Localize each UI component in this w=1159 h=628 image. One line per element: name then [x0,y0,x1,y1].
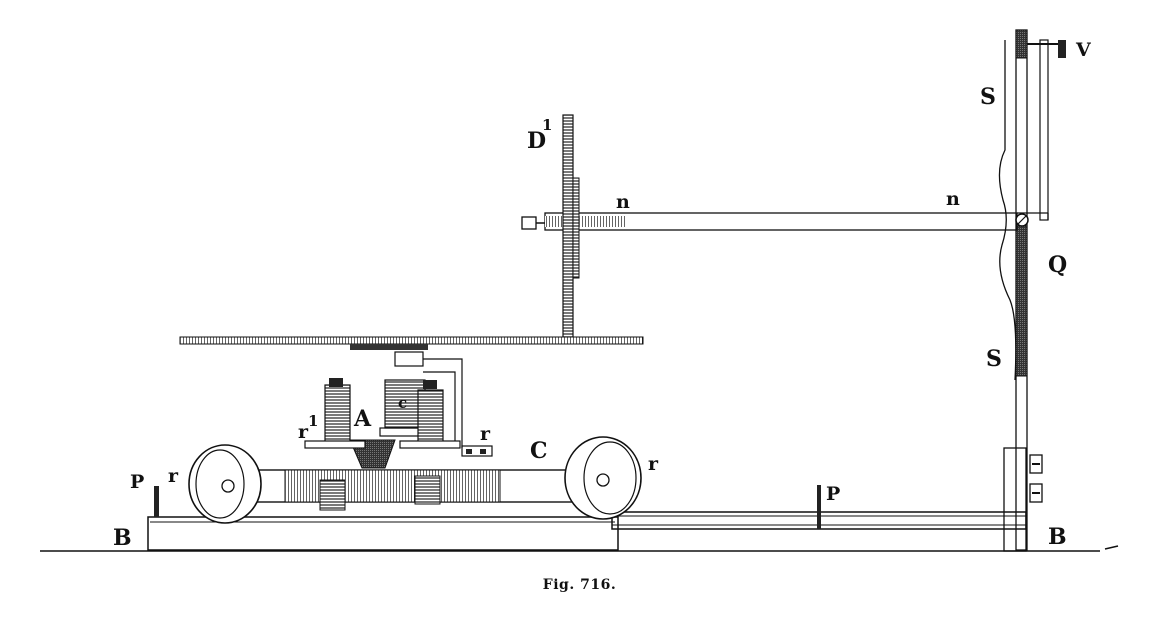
label-q: Q [1048,252,1067,278]
label-s-top: S [980,84,996,110]
label-d-superscript: 1 [542,116,552,134]
label-b-left: B [113,525,132,551]
wheel-right [564,436,642,520]
label-p-right: P [826,483,840,505]
vertical-rod-d1 [562,114,580,338]
label-v: V [1075,39,1092,61]
figure-caption: Fig. 716. [542,577,617,593]
label-n-right: n [946,188,960,210]
label-d: D [527,128,546,154]
label-r-right-wheel: r [648,453,659,475]
label-r1: r [298,421,309,443]
ground-line [40,545,1119,552]
label-n-left: n [616,191,630,213]
label-r1-superscript: 1 [308,412,318,430]
spindle-assembly [304,378,493,469]
label-b-right: B [1048,524,1067,550]
label-r-mid: r [480,423,491,445]
label-c: c [398,394,407,412]
label-s-bottom: S [986,346,1002,372]
carriage [224,469,611,511]
label-p-left: P [130,471,144,493]
horizontal-arm [521,212,1049,231]
turntable [179,336,644,448]
wheel-left [188,444,262,524]
label-a: A [353,406,372,432]
label-r-left: r [168,465,179,487]
upright-column [998,29,1066,552]
pin-right [817,485,821,529]
label-c-carriage: C [530,438,548,464]
pin-left [154,486,159,517]
